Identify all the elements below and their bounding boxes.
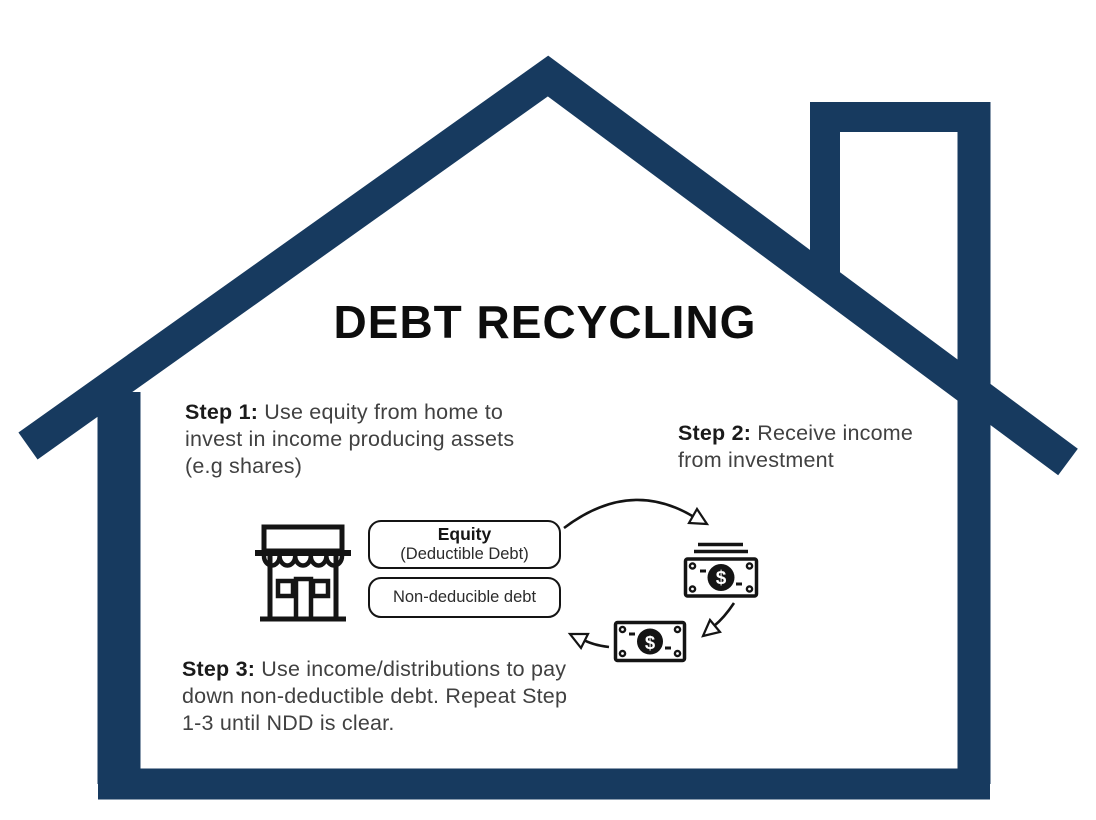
step-3-text: Step 3: Use income/distributions to pay … [182, 656, 578, 737]
page-title: DEBT RECYCLING [333, 296, 757, 348]
storefront-icon [255, 524, 351, 622]
step-2-label: Step 2: [678, 421, 752, 445]
step-2-body: Receive income from investment [678, 421, 914, 472]
money-bill-stack-icon: $ [683, 542, 759, 598]
equity-box: Equity (Deductible Debt) [368, 520, 561, 569]
step-3-label: Step 3: [182, 657, 256, 681]
dollar-symbol: $ [716, 568, 727, 589]
step-1-label: Step 1: [185, 400, 259, 424]
step-2-text: Step 2: Receive income from investment [678, 420, 936, 474]
roof-icon [18, 55, 1078, 476]
step-1-body: Use equity from home to invest in income… [185, 400, 515, 478]
equity-box-subtitle: (Deductible Debt) [400, 545, 529, 564]
non-deductible-debt-box: Non-deducible debt [368, 577, 561, 618]
equity-box-title: Equity [437, 524, 492, 545]
money-bill-icon: $ [613, 620, 687, 663]
dollar-symbol: $ [645, 632, 656, 653]
step-1-text: Step 1: Use equity from home to invest i… [185, 399, 527, 480]
ndd-box-label: Non-deducible debt [392, 588, 537, 606]
step-3-body: Use income/distributions to pay down non… [182, 657, 568, 735]
